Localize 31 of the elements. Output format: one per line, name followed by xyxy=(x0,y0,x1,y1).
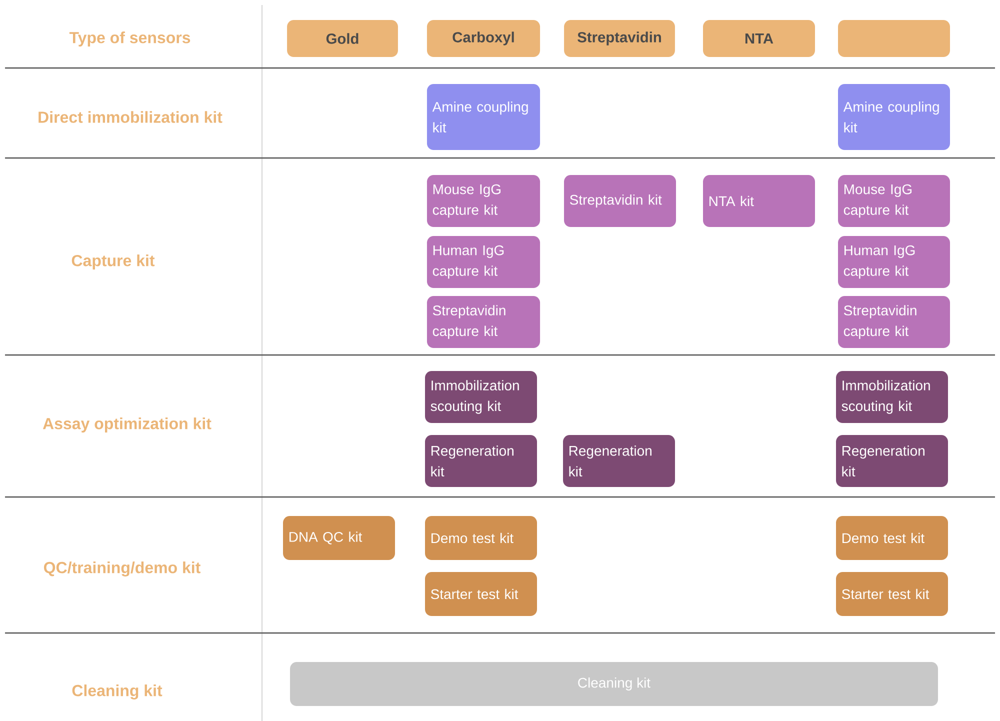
kit-box: Demo test kit xyxy=(836,516,948,560)
header-box: Streptavidin xyxy=(564,20,675,58)
header-box: Gold xyxy=(287,20,398,58)
kit-box: Streptavidin capture kit xyxy=(838,296,950,348)
kit-box: Regeneration kit xyxy=(563,435,675,487)
row-label: Capture kit xyxy=(72,254,155,270)
kit-box: Amine coupling kit xyxy=(838,84,950,150)
kit-box: Regeneration kit xyxy=(425,435,537,487)
kit-box: NTA kit xyxy=(703,175,815,227)
kit-box: Immobilization scouting kit xyxy=(836,371,948,423)
sensor-box xyxy=(838,20,950,58)
kit-box: Regeneration kit xyxy=(836,435,948,487)
kit-box: Amine coupling kit xyxy=(426,84,540,150)
kit-box: Human IgG capture kit xyxy=(426,236,540,288)
row-label: Type of sensors xyxy=(69,32,190,46)
kit-box: Mouse IgG capture kit xyxy=(426,175,540,227)
header-box: NTA xyxy=(703,20,815,58)
kit-box: Human IgG capture kit xyxy=(838,236,950,288)
kit-box: Mouse IgG capture kit xyxy=(838,175,950,227)
row-label: Direct immobilization kit xyxy=(38,111,222,123)
row-label: QC/training/demo kit xyxy=(44,562,200,576)
kit-box: Starter test kit xyxy=(836,572,948,616)
kit-box: Immobilization scouting kit xyxy=(425,371,537,423)
kit-box: DNA QC kit xyxy=(283,516,395,560)
kit-box: Streptavidin kit xyxy=(564,175,676,227)
header-box: Carboxyl xyxy=(426,20,540,58)
kit-box: Demo test kit xyxy=(425,516,537,560)
kit-box: Streptavidin capture kit xyxy=(426,296,540,348)
row-label: Cleaning kit xyxy=(72,684,162,700)
kit-box: Starter test kit xyxy=(425,572,537,616)
row-label: Assay optimization kit xyxy=(42,418,212,432)
